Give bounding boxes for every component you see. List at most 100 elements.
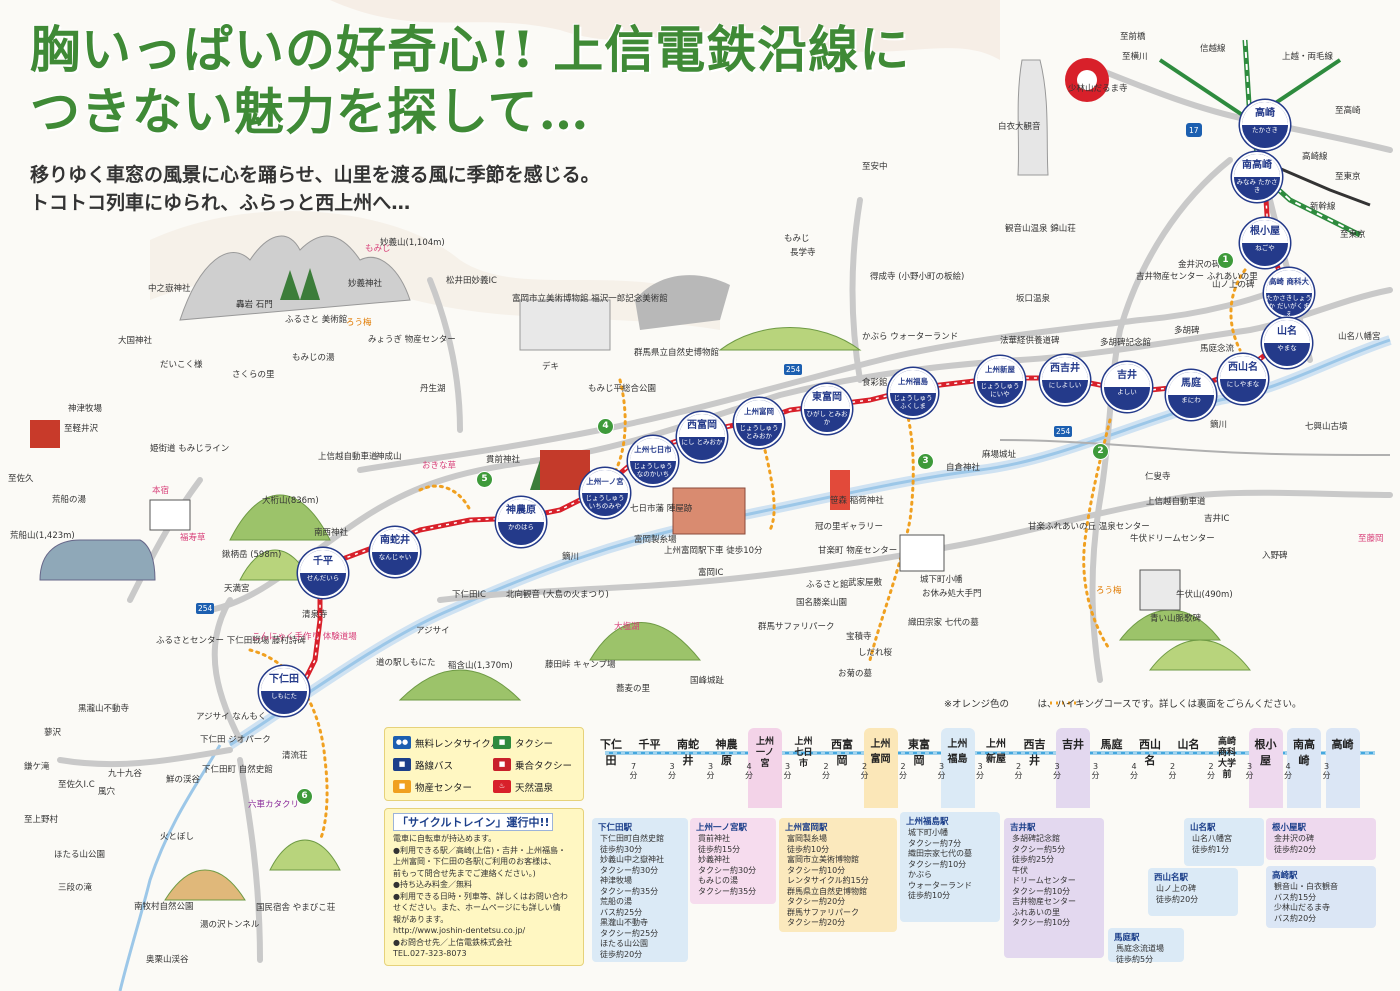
cycle-train-line: ●利用できる駅／高崎(上信)・吉井・上州福島・ [393, 845, 567, 855]
station-12[interactable]: 上州富岡じょうしゅう とみおか [734, 398, 784, 448]
access-box-line: 下仁田町自然史館 [600, 834, 664, 843]
place-label: 青い山脈歌碑 [1150, 614, 1202, 624]
place-label: 山ノ上の碑 [1212, 280, 1255, 290]
place-label: ろう梅 [1096, 586, 1122, 596]
timetable-station: 上州富岡 [870, 739, 891, 765]
place-label: 鎌ケ滝 [24, 762, 50, 772]
station-16[interactable]: 神農原かのはら [496, 497, 546, 547]
place-label: 鏑川 [1210, 420, 1228, 430]
place-label: お休み処大手門 [922, 589, 982, 599]
station-3[interactable]: 高崎 商科大学前たかさきしょうか だいがくまえ [1264, 268, 1314, 318]
place-label: 法華経供養道碑 [1000, 336, 1060, 346]
timetable-column-bg [1056, 728, 1090, 808]
station-7[interactable]: 吉井よしい [1102, 362, 1152, 412]
place-label: さくらの里 [232, 370, 275, 380]
place-label: 丹生湖 [420, 384, 446, 394]
station-name: 西山名 [1220, 356, 1266, 379]
place-label: 冠の里ギャラリー [815, 522, 884, 532]
access-box-line: 徒歩約5分 [1116, 954, 1154, 964]
place-label: 富岡IC [698, 568, 724, 578]
station-14[interactable]: 上州七日市じょうしゅう なのかいち [628, 436, 678, 486]
access-box-line: 徒歩約30分 [600, 844, 643, 854]
place-label: 上信越自動車道 [1146, 497, 1206, 507]
access-box-line: 徒歩約1分 [1192, 844, 1230, 854]
access-box-line: ふれあいの里 [1012, 907, 1060, 917]
timetable-station: 馬庭 [1100, 738, 1123, 751]
access-box-title: 馬庭駅 [1114, 933, 1140, 943]
hiking-number: 5 [476, 471, 493, 488]
station-kana: なんじゃい [378, 553, 412, 561]
legend-shared-taxi: 乗合タクシー [515, 761, 573, 772]
access-box-line: 徒歩約20分 [1274, 844, 1317, 854]
station-17[interactable]: 南蛇井なんじゃい [370, 527, 420, 577]
station-4[interactable]: 山名やまな [1262, 318, 1312, 368]
access-box-line: タクシー約5分 [1012, 844, 1066, 854]
place-label: 火とぼし [160, 832, 195, 842]
place-label: もみじ [784, 234, 810, 244]
place-label: 麻場城址 [982, 450, 1017, 460]
timetable-station: 山名 [1177, 738, 1200, 751]
station-11[interactable]: 東富岡ひがし とみおか [802, 384, 852, 434]
station-1[interactable]: 南高崎みなみ たかさき [1232, 152, 1282, 202]
station-name: 上州福島 [890, 370, 936, 393]
access-box-line: 富岡製糸場 [787, 834, 827, 843]
timetable-minutes: 4分 [1130, 762, 1138, 780]
access-box-line: タクシー約30分 [698, 865, 757, 875]
timetable-minutes: 3分 [1245, 762, 1254, 780]
station-name: 下仁田 [261, 668, 307, 691]
access-box-line: 貫前神社 [698, 834, 730, 843]
access-box-line: 吉井物産センター [1012, 897, 1076, 906]
access-box-line: 牛伏 [1012, 865, 1028, 875]
hiking-number: 4 [597, 418, 614, 435]
place-label: 下仁田 ジオパーク [200, 735, 271, 745]
place-label: 下仁田町 自然史館 [202, 765, 273, 775]
station-8[interactable]: 西吉井にしよしい [1040, 355, 1090, 405]
place-label: 群馬県立自然史博物館 [634, 348, 720, 358]
timetable-station: 南蛇井 [677, 738, 699, 767]
timetable-station: 上州一ノ宮 [755, 737, 774, 769]
station-9[interactable]: 上州新屋じょうしゅう にいや [975, 356, 1025, 406]
route-number: 17 [1189, 126, 1199, 135]
access-box-line: 多胡碑記念館 [1012, 834, 1060, 843]
access-box-line: もみじの湯 [698, 876, 738, 885]
station-18[interactable]: 千平せんだいら [298, 548, 348, 598]
place-label: 至佐久I.C [58, 780, 95, 790]
access-box-line: 富岡市立美術博物館 [787, 855, 859, 864]
place-label: 入野碑 [1262, 551, 1288, 561]
timetable-minutes: 3分 [668, 762, 676, 780]
access-box-line: 徒歩約20分 [600, 949, 643, 959]
timetable-station: 根小屋 [1254, 738, 1277, 767]
access-box-line: 山名八幡宮 [1192, 834, 1232, 843]
cycle-train-line: 電車に自転車が持込めます。 [393, 834, 497, 843]
access-box-line: バス約25分 [600, 907, 643, 917]
place-label: もみじの湯 [292, 353, 335, 363]
place-label: しだれ桜 [858, 648, 893, 658]
place-label: 奥栗山渓谷 [146, 955, 189, 965]
station-13[interactable]: 西富岡にし とみおか [677, 412, 727, 462]
access-box-title: 上州一ノ宮駅 [696, 823, 748, 833]
station-6[interactable]: 馬庭まにわ [1166, 370, 1216, 420]
station-5[interactable]: 西山名にしやまな [1218, 354, 1268, 404]
timetable-minutes: 2分 [822, 762, 830, 780]
station-name: 上州一ノ宮 [582, 470, 628, 493]
place-label: ふるさとセンター 下仁田戦場 藤村詩碑 [156, 636, 306, 646]
cycle-train-line: せください。また、ホームページにも詳しい情 [393, 903, 561, 912]
timetable-station: 上州新屋 [986, 739, 1006, 765]
station-0[interactable]: 高崎たかさき [1240, 100, 1290, 150]
place-label: 金井沢の碑 [1178, 260, 1221, 270]
access-box-line: 馬庭念流道場 [1116, 944, 1164, 953]
timetable-station: 吉井 [1062, 738, 1084, 751]
place-label: 藤田峠 キャンプ場 [545, 660, 616, 670]
place-label: 至東京 [1335, 172, 1361, 182]
access-box-line: タクシー約35分 [600, 886, 659, 896]
station-10[interactable]: 上州福島じょうしゅう ふくしま [888, 368, 938, 418]
shop-icon: ■ [393, 780, 411, 793]
station-19[interactable]: 下仁田しもにた [259, 666, 309, 716]
access-box-line: ほたる山公園 [600, 939, 648, 948]
shared-taxi-icon: ■ [493, 758, 511, 771]
onsen-icon: ♨ [493, 780, 511, 793]
station-2[interactable]: 根小屋ねごや [1240, 218, 1290, 268]
station-15[interactable]: 上州一ノ宮じょうしゅう いちのみや [580, 468, 630, 518]
station-kana: じょうしゅう いちのみや [585, 494, 625, 510]
timetable-access-box: 上州富岡駅富岡製糸場徒歩約10分富岡市立美術博物館タクシー約10分レンタサイクル… [779, 818, 897, 932]
